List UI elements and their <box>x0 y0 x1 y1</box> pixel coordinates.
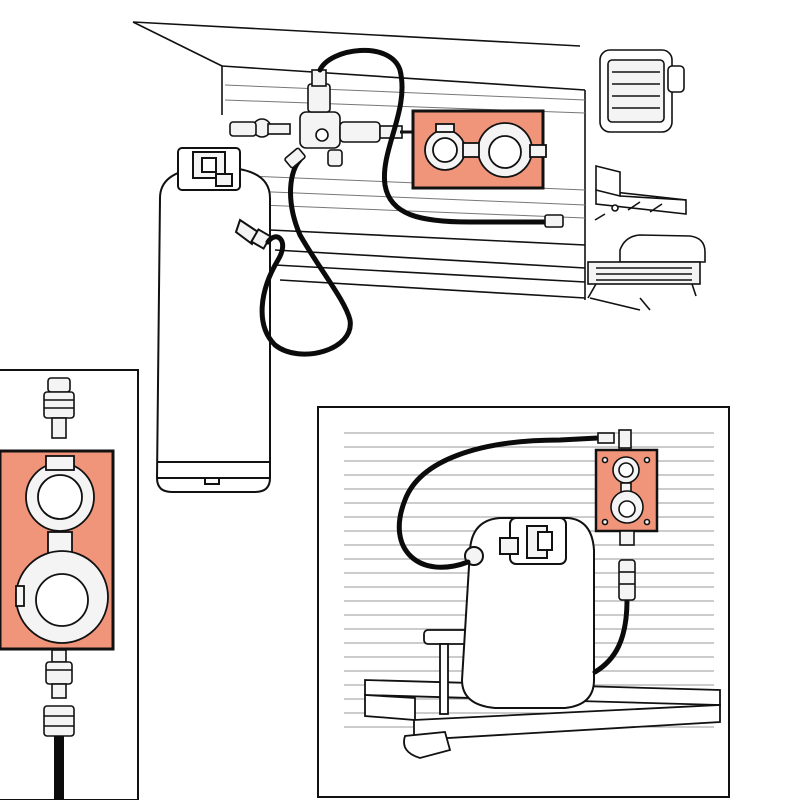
inset-left <box>0 369 139 800</box>
main-scene <box>132 21 706 493</box>
outlet-fitting <box>43 649 75 737</box>
tank-hose <box>259 157 353 357</box>
wall-manifold <box>229 69 412 167</box>
tank <box>155 147 272 493</box>
cylinder-valve <box>234 218 272 250</box>
supply-hose <box>317 47 548 225</box>
inset-tank <box>460 517 595 709</box>
portable-grill-icon <box>587 234 706 311</box>
hose <box>259 47 548 357</box>
camp-stove-icon <box>594 164 687 221</box>
wall-regulator <box>594 429 659 601</box>
inset-right <box>317 406 730 798</box>
cylinder-body <box>155 167 271 493</box>
cabinet <box>132 21 586 300</box>
portable-heater-icon <box>599 49 685 133</box>
inset-hose <box>396 435 630 675</box>
inlet-fitting <box>43 377 75 439</box>
highlighted-regulator <box>411 109 547 190</box>
shutoff-valve-body <box>229 121 257 137</box>
two-stage-regulator <box>0 449 115 651</box>
